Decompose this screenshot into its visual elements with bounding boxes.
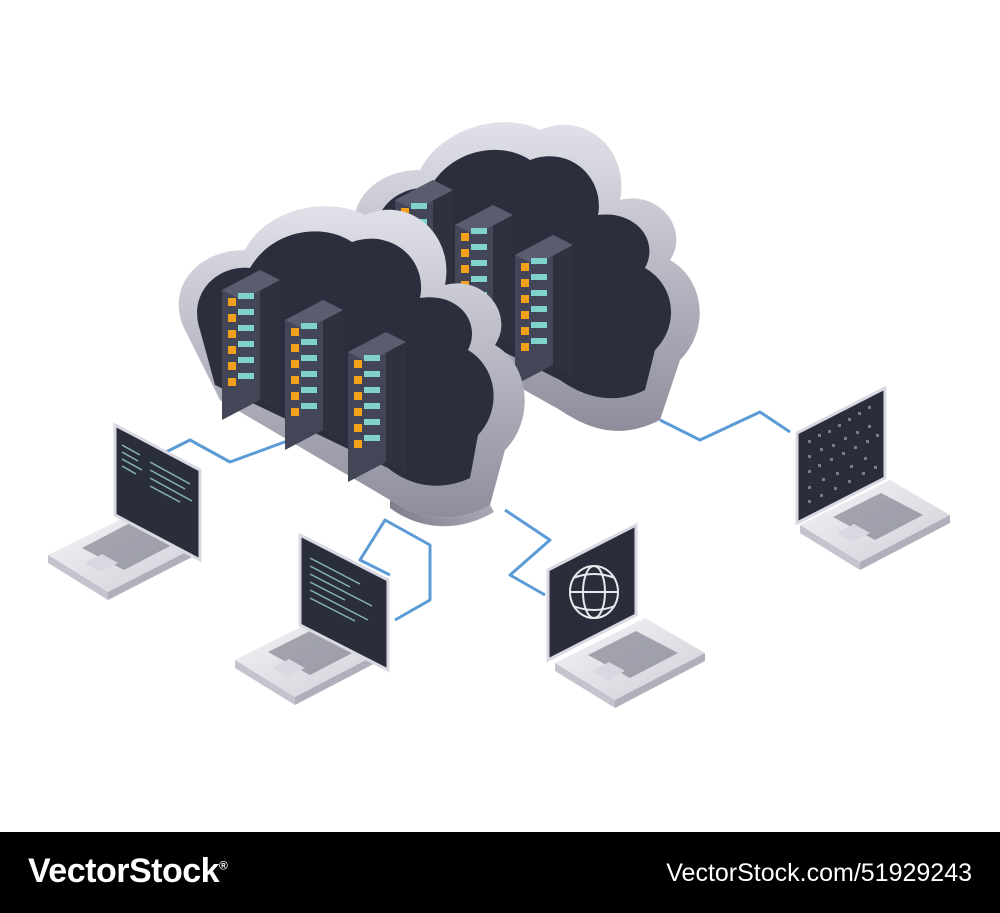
cloud-back xyxy=(353,122,700,431)
watermark-footer: VectorStock® VectorStock.com/51929243 xyxy=(0,832,1000,913)
laptop-icon xyxy=(795,385,950,570)
laptop-icon xyxy=(48,422,202,600)
globe-icon xyxy=(569,565,619,619)
network-cables xyxy=(159,410,791,622)
laptop-icon xyxy=(546,522,705,708)
laptop-icon xyxy=(235,532,390,705)
cloud-server-illustration xyxy=(48,122,950,708)
image-id: VectorStock.com/51929243 xyxy=(666,859,972,887)
brand-logo: VectorStock® xyxy=(28,852,228,890)
cloud-front xyxy=(178,206,525,527)
